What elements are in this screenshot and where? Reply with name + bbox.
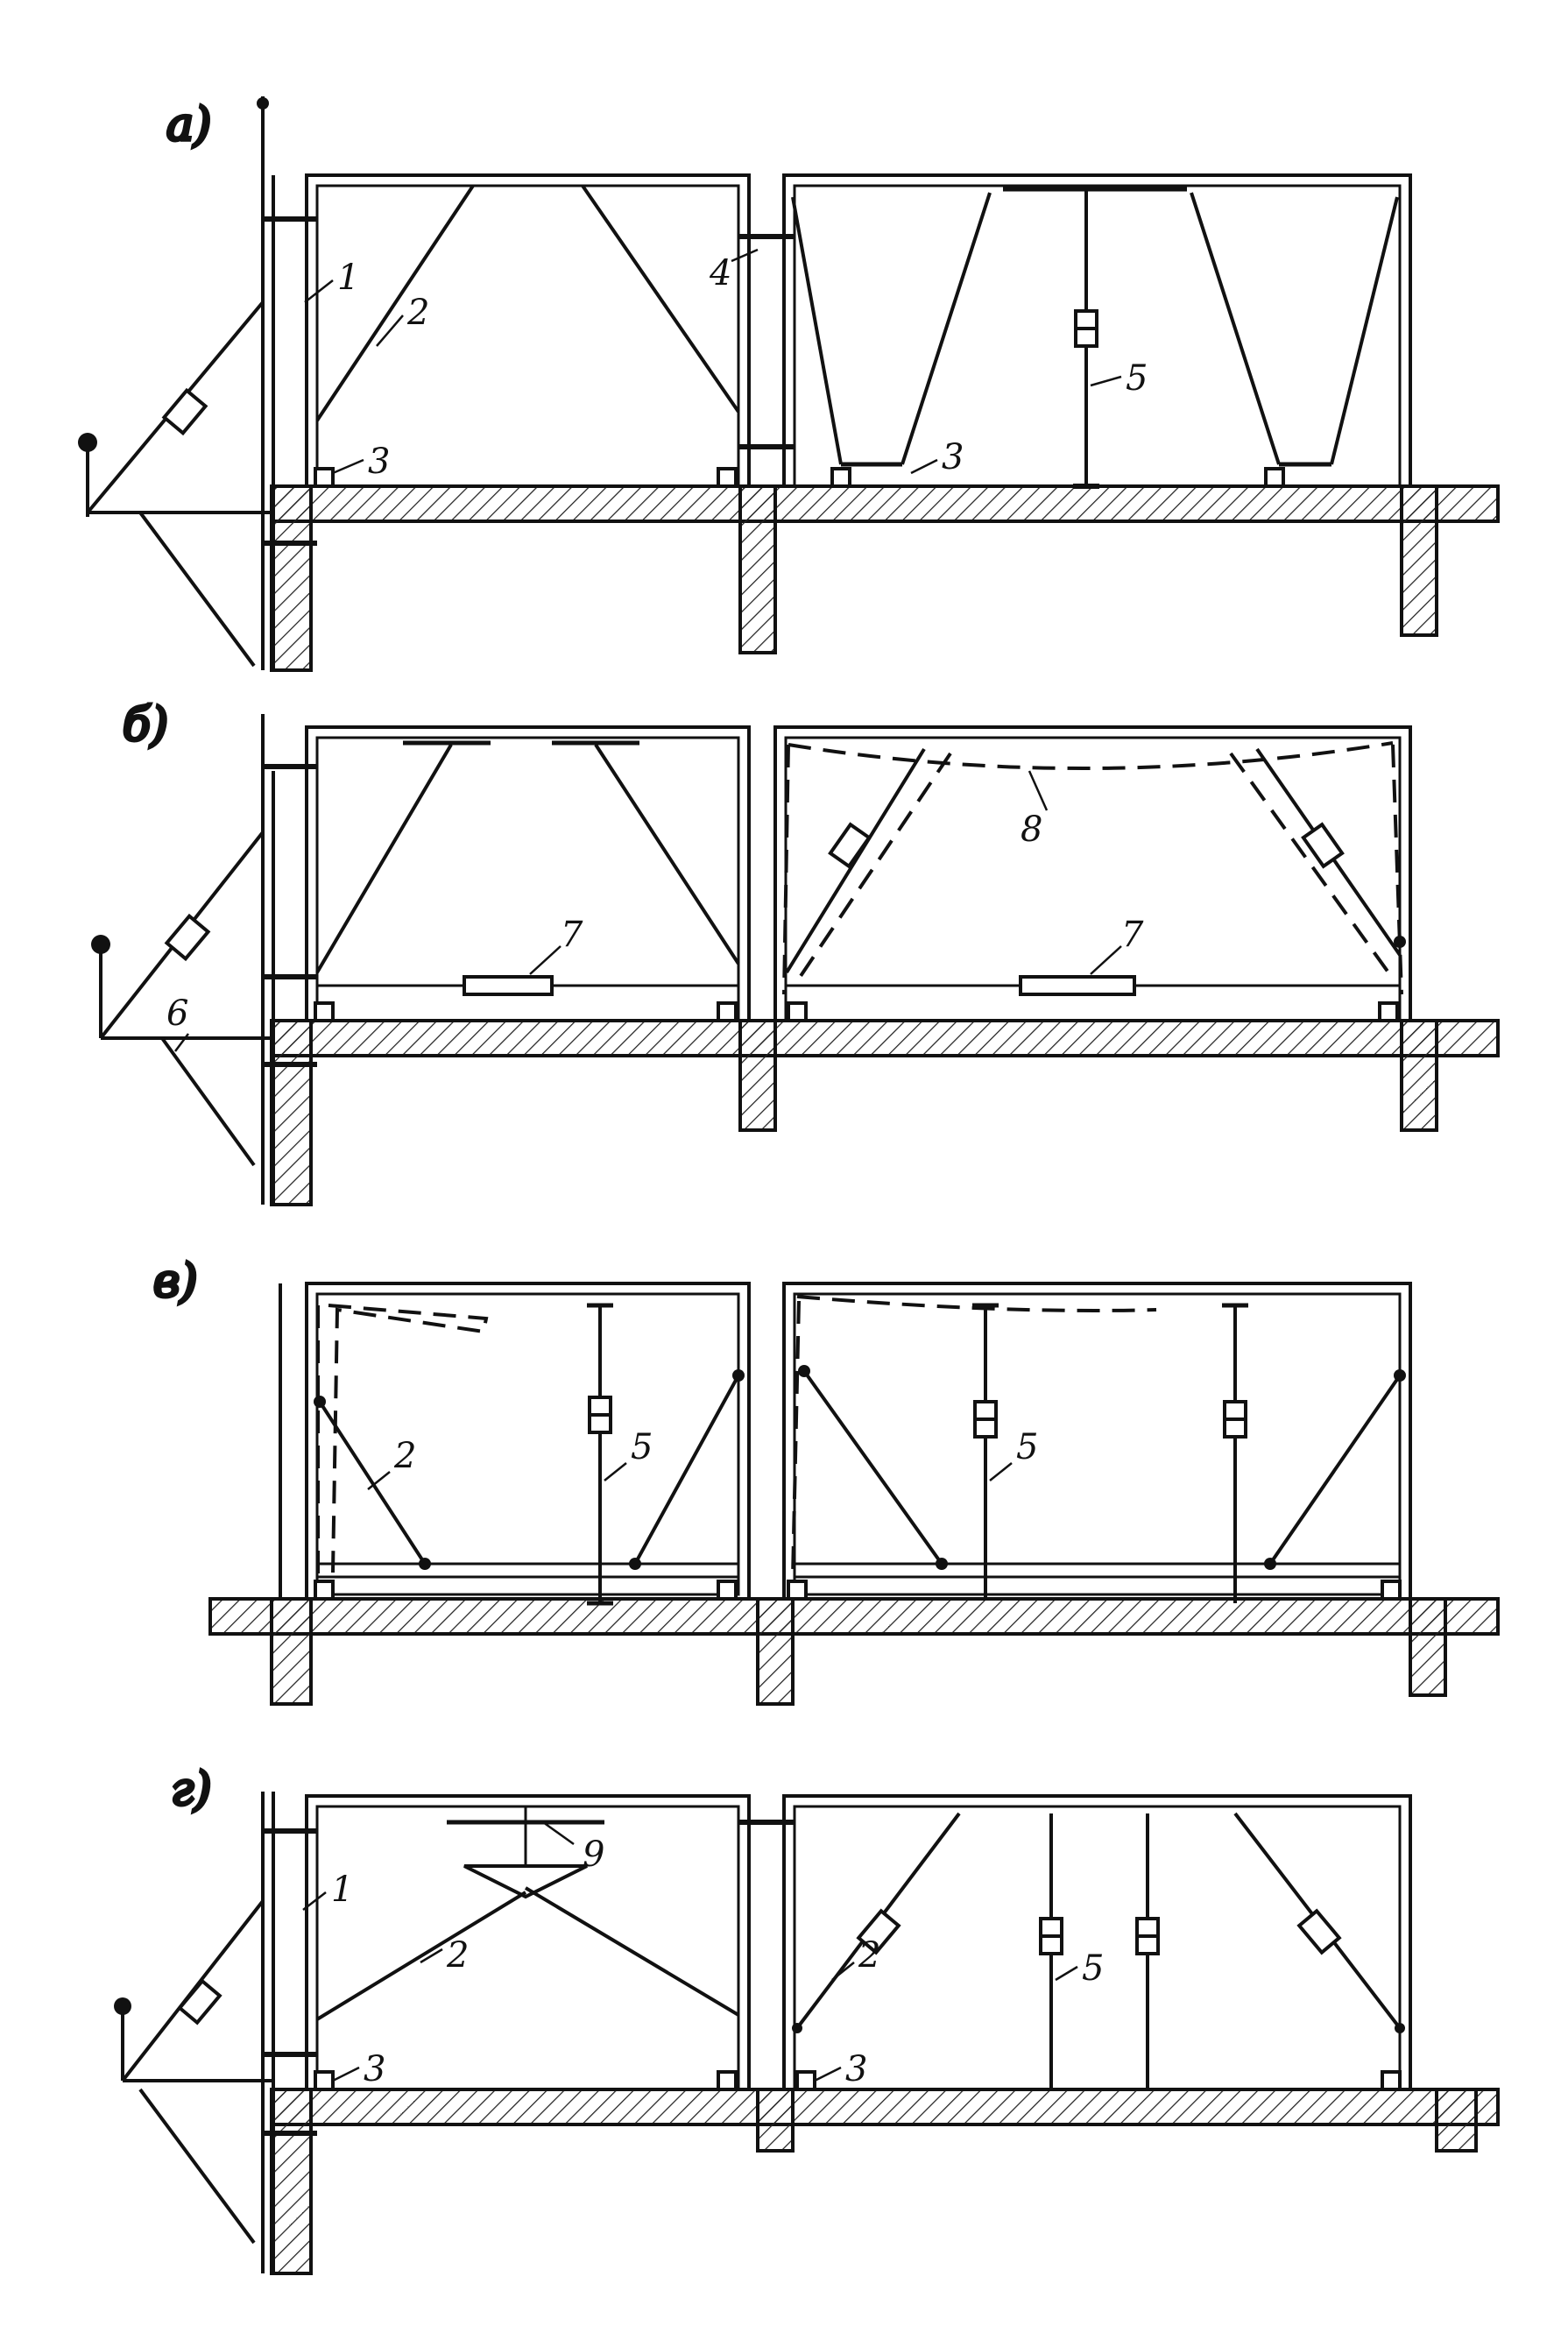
panel-label-g: г) (171, 1764, 212, 1816)
panel-v: в) (152, 1254, 1500, 1706)
callout-7b: 7 (1121, 915, 1144, 955)
deflected-shape (328, 1304, 489, 1573)
callout-3: 3 (364, 2049, 385, 2089)
panel-a-callouts: 1 2 3 4 5 3 (337, 253, 1148, 482)
right-column (1400, 484, 1438, 637)
edge-column (270, 484, 313, 672)
panel-b: б) (91, 697, 1500, 1206)
callout-5: 5 (1082, 1948, 1104, 1989)
panel-a: а) (78, 96, 1500, 672)
panel-v-callouts: 2 5 5 (393, 1427, 1038, 1476)
callout-5: 5 (1126, 358, 1148, 399)
callout-2: 2 (406, 293, 429, 333)
floor-slab (208, 1597, 1500, 1636)
callout-3b: 3 (845, 2049, 867, 2089)
panel-g-callouts: 1 2 9 3 2 3 5 (331, 1835, 1104, 2089)
callout-2b: 2 (858, 1935, 880, 1976)
panel-g: г) (114, 1762, 1500, 2275)
turnbuckle (161, 387, 208, 436)
callout-2: 2 (446, 1935, 469, 1976)
callout-5b: 5 (1016, 1427, 1038, 1467)
callout-1: 1 (331, 1870, 353, 1910)
callout-2: 2 (393, 1436, 416, 1476)
floor-slab (270, 1019, 1500, 1057)
middle-column (738, 484, 777, 654)
callout-5: 5 (631, 1427, 653, 1467)
callout-8: 8 (1021, 809, 1042, 850)
deflected-shape (788, 741, 1394, 770)
floor-slab (270, 2088, 1500, 2126)
callout-1: 1 (337, 258, 359, 298)
jack-head (463, 1864, 588, 1899)
callout-3: 3 (368, 442, 390, 482)
panel-b-callouts: 6 7 7 8 (166, 809, 1144, 1034)
callout-6: 6 (166, 993, 188, 1034)
strut-left (315, 184, 475, 422)
callout-4: 4 (709, 253, 731, 293)
callout-7: 7 (561, 915, 583, 955)
panel-label-v: в) (153, 1255, 198, 1308)
floor-slab (270, 484, 1500, 523)
jack (463, 975, 554, 996)
panel-label-a: а) (166, 99, 211, 152)
panel-label-b: б) (123, 699, 168, 752)
callout-9: 9 (583, 1835, 604, 1875)
callout-3b: 3 (942, 437, 964, 477)
